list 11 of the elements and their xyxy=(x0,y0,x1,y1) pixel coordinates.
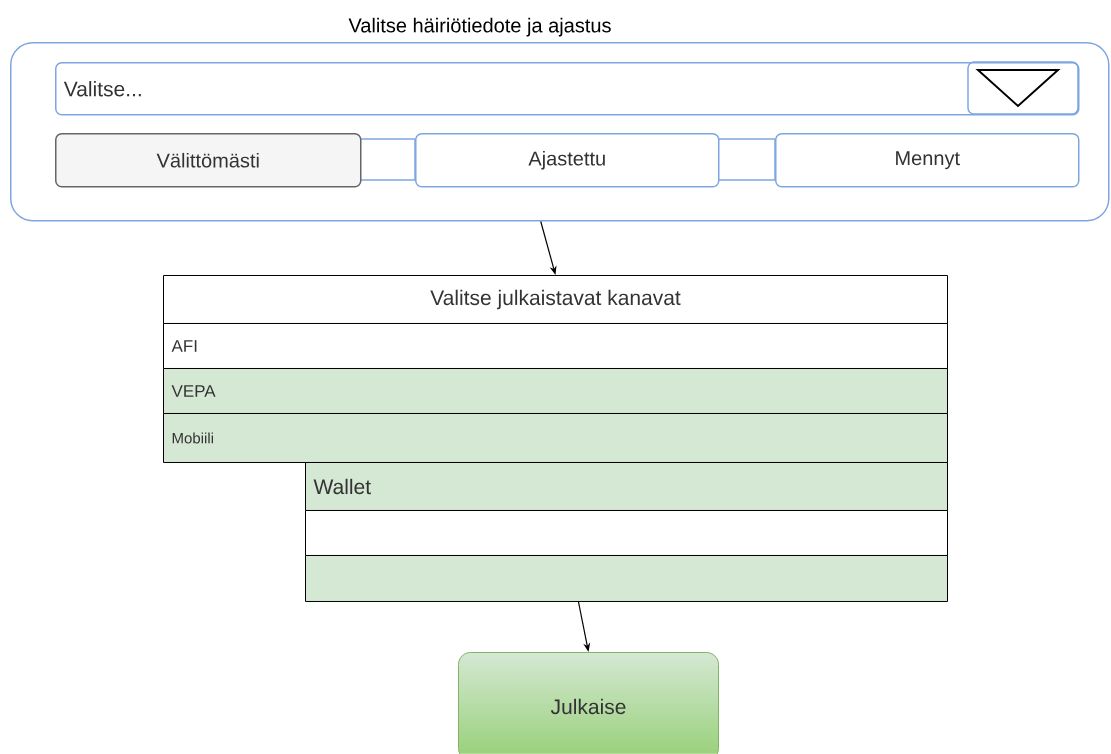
list-row: Wallet xyxy=(305,462,948,511)
node-label: Valitse häiriötiedote ja ajastus xyxy=(348,17,611,37)
list-row xyxy=(305,555,948,602)
publish-button: Julkaise xyxy=(458,652,719,754)
list-row: AFI xyxy=(163,323,948,369)
tab: Välittömästi xyxy=(55,133,362,188)
list-row: Mobiili xyxy=(163,413,948,463)
list-row xyxy=(305,510,948,556)
list-row: VEPA xyxy=(163,368,948,414)
dropdown-field: Valitse... xyxy=(55,61,1080,116)
list-header: Valitse julkaistavat kanavat xyxy=(163,275,948,324)
